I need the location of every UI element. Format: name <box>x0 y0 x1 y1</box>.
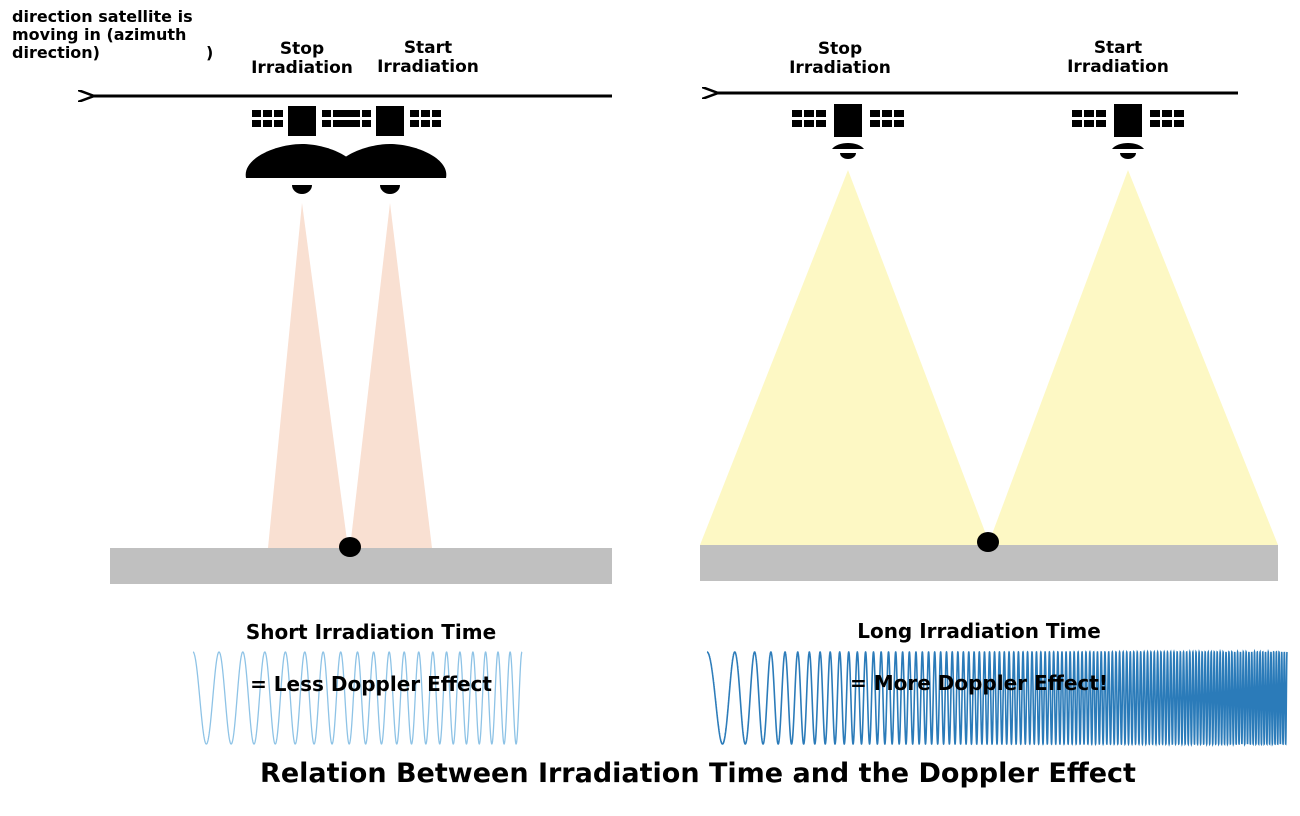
right-start-label: Start Irradiation <box>1067 38 1169 78</box>
doppler-waveform-long <box>706 648 1288 748</box>
right-stop-label: Stop Irradiation <box>789 39 891 79</box>
ground <box>110 548 612 584</box>
dish-antenna <box>333 144 447 178</box>
target-point <box>977 532 999 552</box>
right-caption-line1: Long Irradiation Time <box>857 619 1101 643</box>
solar-panel-left <box>252 110 283 127</box>
start-beam <box>350 203 432 548</box>
doppler-waveform-short <box>192 651 523 745</box>
antenna-feed <box>1120 153 1136 159</box>
dish-antenna <box>832 143 864 149</box>
satellite-body <box>288 106 316 136</box>
left-caption-line2: = Less Doppler Effect <box>250 672 492 696</box>
satellite-start <box>1072 104 1184 159</box>
antenna-feed <box>840 153 856 159</box>
direction-paren: ) <box>206 43 214 62</box>
satellite-start <box>333 106 447 194</box>
left-panel <box>92 96 612 745</box>
satellite-body <box>376 106 404 136</box>
dish-antenna <box>1112 143 1144 149</box>
solar-panel-left <box>1072 110 1106 127</box>
satellite-stop <box>792 104 904 159</box>
satellite-body <box>834 104 862 137</box>
solar-panel-left <box>792 110 826 127</box>
dish-antenna <box>245 144 359 178</box>
satellite-stop <box>245 106 359 194</box>
left-caption-line1: Short Irradiation Time <box>245 620 497 644</box>
antenna-feed <box>380 185 400 194</box>
stop-beam <box>700 170 990 545</box>
right-caption: Long Irradiation Time = More Doppler Eff… <box>779 592 1179 722</box>
stop-beam <box>268 203 348 548</box>
antenna-feed <box>292 185 312 194</box>
left-caption: Short Irradiation Time = Less Doppler Ef… <box>171 593 571 723</box>
left-start-label: Start Irradiation <box>377 38 479 78</box>
main-title: Relation Between Irradiation Time and th… <box>260 758 1136 789</box>
solar-panel-right <box>870 110 904 127</box>
direction-label: direction satellite is moving in (azimut… <box>12 7 193 62</box>
solar-panel-right <box>1150 110 1184 127</box>
right-panel <box>700 93 1288 748</box>
right-caption-line2: = More Doppler Effect! <box>850 671 1108 695</box>
solar-panel-left <box>340 110 371 127</box>
solar-panel-right <box>410 110 441 127</box>
satellite-body <box>1114 104 1142 137</box>
target-point <box>339 537 361 557</box>
left-stop-label: Stop Irradiation <box>251 39 353 79</box>
start-beam <box>988 170 1278 545</box>
